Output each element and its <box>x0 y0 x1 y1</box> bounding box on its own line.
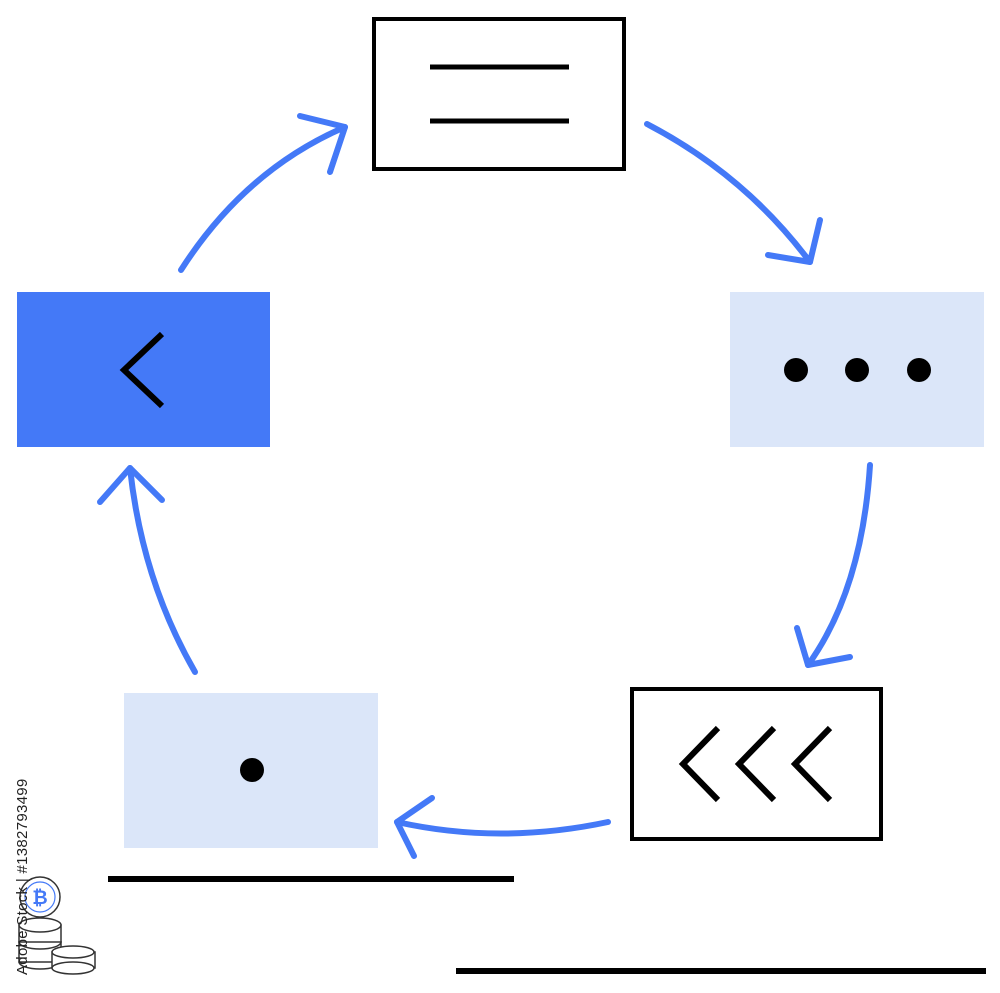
node-bottom-left <box>124 693 378 848</box>
svg-text:₿: ₿ <box>32 888 47 909</box>
cycle-arrows <box>97 113 873 859</box>
node-top <box>372 17 626 171</box>
node-left <box>17 292 270 447</box>
arrow-bottom-left-to-left <box>97 465 198 675</box>
arrow-top-to-right <box>644 121 823 265</box>
arrow-bottom-right-to-bottom-left <box>394 795 611 859</box>
node-right <box>730 292 984 447</box>
node-bottom-right <box>630 687 883 841</box>
watermark-text: Adobe Stock | #1382793499 <box>14 778 31 975</box>
triple-chevron-left-icon <box>678 725 833 803</box>
chevron-left-icon <box>119 331 165 409</box>
ellipsis-icon <box>784 358 931 382</box>
arrow-left-to-top <box>178 113 348 273</box>
bitcoin-coins-icon: ₿ <box>18 876 96 975</box>
dot-icon <box>240 758 264 782</box>
arrow-right-to-bottom-right <box>794 462 873 668</box>
menu-lines-icon <box>430 64 569 124</box>
